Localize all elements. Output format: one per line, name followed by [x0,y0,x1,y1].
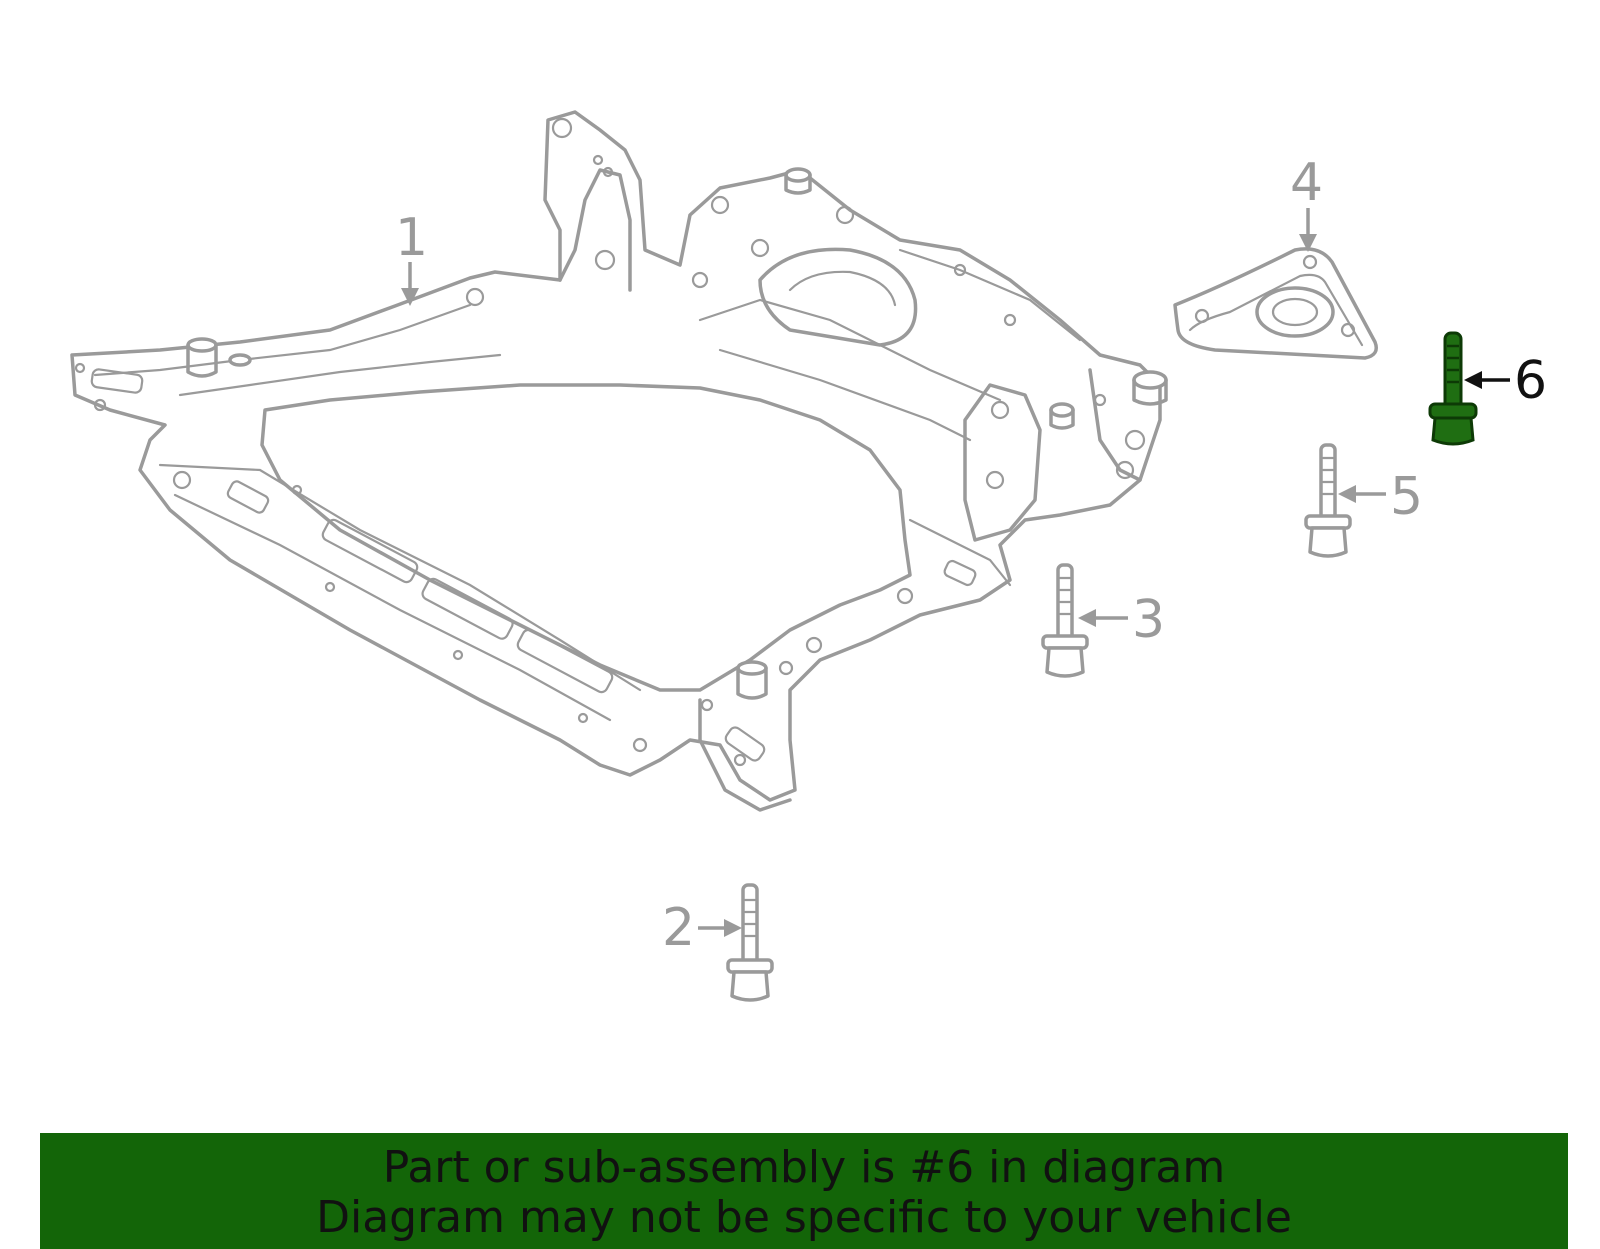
bolt-part-6-highlighted[interactable] [1428,331,1478,446]
banner-line-1: Part or sub-assembly is #6 in diagram [382,1142,1226,1193]
arrow-1 [401,288,419,306]
banner-line-2: Diagram may not be specific to your vehi… [316,1192,1292,1243]
callout-6: 6 [1514,351,1547,411]
callout-4: 4 [1290,153,1323,213]
bolt-part-5[interactable] [1304,443,1352,558]
callout-3: 3 [1132,590,1165,650]
arrow-3 [1078,609,1096,627]
callout-1: 1 [395,208,428,268]
bolt-part-3[interactable] [1041,563,1089,678]
arrow-4 [1299,234,1317,252]
callout-5: 5 [1390,467,1423,527]
info-banner: Part or sub-assembly is #6 in diagram Di… [40,1133,1568,1249]
bolt-part-2[interactable] [726,883,774,1002]
callout-2: 2 [662,898,695,958]
arrow-6 [1464,371,1482,389]
arrow-2 [724,919,742,937]
bracket-plate-part-4[interactable] [1173,247,1378,360]
arrow-5 [1338,485,1356,503]
subframe-part-1[interactable] [70,110,1168,812]
